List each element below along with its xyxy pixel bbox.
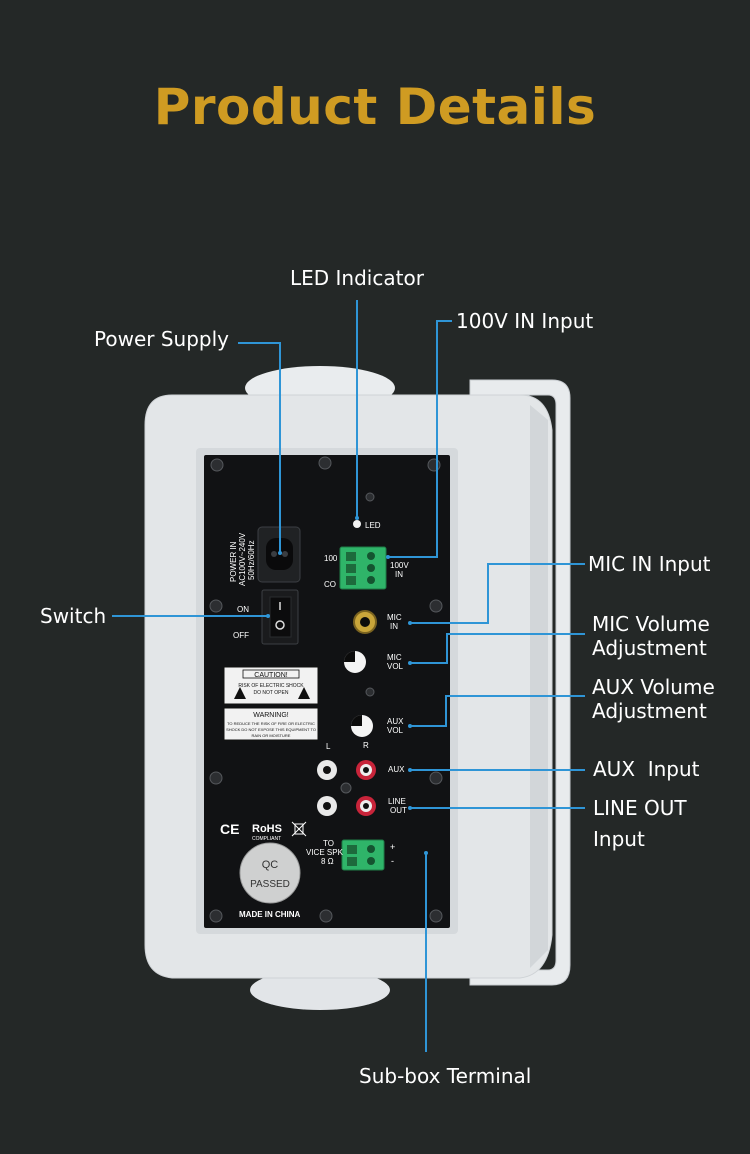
panel-lineout-label-2: OUT bbox=[390, 806, 407, 815]
led-light bbox=[353, 520, 361, 528]
rohs-mark: RoHS bbox=[252, 823, 282, 835]
panel-power-label-3: 50Hz/60Hz bbox=[247, 540, 256, 580]
caution-line-1: RISK OF ELECTRIC SHOCK bbox=[238, 683, 304, 689]
panel-ohm-label: 8 Ω bbox=[321, 857, 334, 866]
ce-mark: CE bbox=[220, 821, 239, 837]
warning-line-3: RAIN OR MOISTURE bbox=[252, 733, 291, 738]
callout-mic-volume-line-1: MIC Volume bbox=[592, 612, 710, 636]
panel-micin-label-2: IN bbox=[390, 622, 398, 631]
caution-line-2: DO NOT OPEN bbox=[254, 690, 289, 696]
panel-l-label: L bbox=[326, 742, 331, 751]
panel-com-label: CO bbox=[324, 580, 336, 589]
rohs-compliant: COMPLIANT bbox=[252, 836, 281, 842]
panel-aux-label: AUX bbox=[388, 765, 405, 774]
callout-aux-volume-line-2: Adjustment bbox=[592, 699, 707, 723]
callout-line-out-line-1: LINE OUT bbox=[593, 796, 687, 820]
callout-sub-box-terminal: Sub-box Terminal bbox=[359, 1064, 532, 1088]
panel-r-label: R bbox=[363, 741, 369, 750]
qc-label: QC bbox=[262, 859, 279, 871]
panel-100vin-label-1: 100V bbox=[390, 561, 409, 570]
caution-title: CAUTION! bbox=[254, 672, 288, 679]
callout-mic-in-input: MIC IN Input bbox=[588, 552, 711, 576]
passed-label: PASSED bbox=[250, 879, 290, 890]
callout-led-indicator: LED Indicator bbox=[290, 266, 424, 290]
panel-plus-label: + bbox=[390, 842, 395, 852]
warning-title: WARNING! bbox=[253, 712, 289, 719]
panel-micvol-label-1: MIC bbox=[387, 653, 402, 662]
panel-off-label: OFF bbox=[233, 631, 249, 640]
panel-auxvol-label-1: AUX bbox=[387, 717, 404, 726]
panel-minus-label: - bbox=[391, 856, 394, 866]
callout-power-supply: Power Supply bbox=[94, 327, 229, 351]
callout-mic-volume-line-2: Adjustment bbox=[592, 636, 707, 660]
callout-aux-input: AUX Input bbox=[593, 757, 700, 781]
made-in-china-label: MADE IN CHINA bbox=[239, 910, 301, 919]
callout-lines bbox=[112, 300, 585, 1052]
panel-100vin-label-2: IN bbox=[395, 570, 403, 579]
panel-on-label: ON bbox=[237, 605, 249, 614]
rca-jacks bbox=[317, 760, 376, 816]
panel-led-label: LED bbox=[365, 521, 381, 530]
bracket-knob-bottom bbox=[250, 970, 390, 1010]
callout-dots bbox=[266, 516, 428, 855]
panel-auxvol-label-2: VOL bbox=[387, 726, 404, 735]
warning-line-2: SHOCK DO NOT EXPOSE THIS EQUIPMENT TO bbox=[226, 727, 316, 732]
callout-100v-in-input: 100V IN Input bbox=[456, 309, 594, 333]
qc-passed-sticker bbox=[239, 842, 301, 904]
callout-line-out-line-2: Input bbox=[593, 827, 645, 851]
panel-100-label: 100 bbox=[324, 554, 338, 563]
panel-to-label: TO bbox=[323, 839, 334, 848]
panel-vice-label: VICE SPK bbox=[306, 848, 344, 857]
page-title: Product Details bbox=[153, 78, 597, 136]
panel-screws bbox=[209, 456, 443, 923]
panel-micvol-label-2: VOL bbox=[387, 662, 404, 671]
weee-bin-icon bbox=[291, 821, 307, 837]
panel-power-label-1: POWER IN bbox=[229, 541, 238, 582]
panel-lineout-label-1: LINE bbox=[388, 797, 406, 806]
panel-micin-label-1: MIC bbox=[387, 613, 402, 622]
callout-switch: Switch bbox=[40, 604, 107, 628]
warning-sticker bbox=[223, 707, 319, 741]
callout-aux-volume-line-1: AUX Volume bbox=[592, 675, 715, 699]
panel-power-label-2: AC100V~240V bbox=[238, 532, 247, 586]
warning-line-1: TO REDUCE THE RISK OF FIRE OR ELECTRIC bbox=[227, 721, 315, 726]
